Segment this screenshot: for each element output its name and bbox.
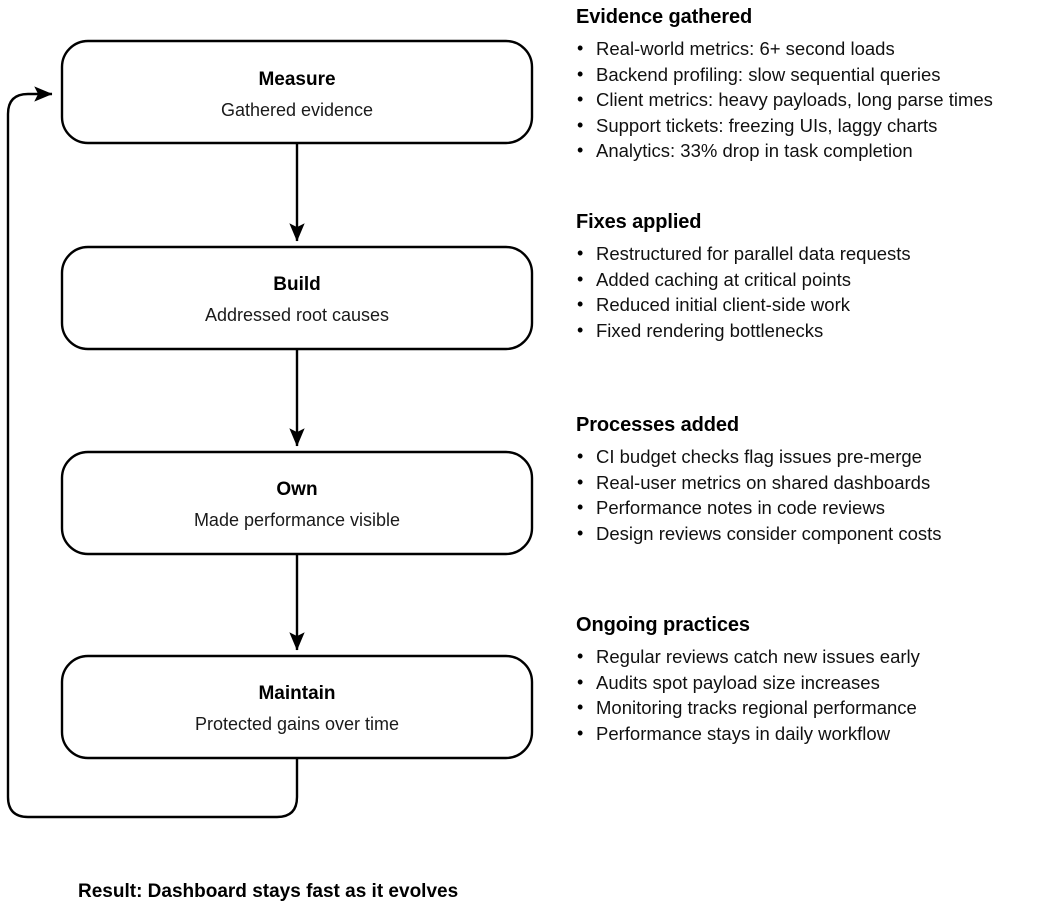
list-item-label: CI budget checks flag issues pre-merge (596, 446, 922, 467)
bullet-icon: • (577, 522, 584, 543)
flow-node-maintain-title: Maintain (258, 683, 335, 704)
list-item: • Analytics: 33% drop in task completion (576, 138, 1042, 164)
process-flow-diagram: Measure Gathered evidence Build Addresse… (6, 39, 534, 902)
list-item-label: Performance notes in code reviews (596, 497, 885, 519)
bullet-icon: • (577, 114, 584, 135)
list-item: • Design reviews consider component costs (576, 521, 1042, 547)
bullet-icon: • (577, 446, 584, 466)
list-item-label: Reduced initial client-side work (596, 294, 850, 316)
flow-node-build-title: Build (273, 274, 321, 295)
bullet-icon: • (577, 268, 584, 289)
note-list: • Restructured for parallel data requests… (576, 241, 1042, 343)
list-item-label: Design reviews consider component costs (596, 522, 942, 544)
bullet-icon: • (577, 319, 584, 340)
note-list: • Real-world metrics: 6+ second loads • Ba… (576, 36, 1042, 164)
list-item-label: Client metrics: heavy payloads, long par… (596, 89, 993, 111)
list-item-label: Monitoring tracks regional performance (596, 697, 917, 719)
flow-node-build-subtitle: Addressed root causes (205, 305, 389, 325)
list-item: • Support tickets: freezing UIs, laggy ch… (576, 113, 1042, 139)
list-item-label: Real-world metrics: 6+ second loads (596, 38, 895, 59)
flow-node-build-shape (60, 245, 534, 351)
flow-node-own-shape (60, 450, 534, 556)
list-item-label: Added caching at critical points (596, 268, 852, 290)
feedback-loop-arrow (6, 86, 299, 819)
bullet-icon: • (577, 294, 584, 315)
flow-node-measure-shape (60, 39, 534, 145)
flow-node-measure[interactable]: Measure Gathered evidence (60, 39, 534, 145)
bullet-icon: • (577, 497, 584, 518)
note-list: •CI budget checks flag issues pre-merge … (576, 444, 1042, 546)
list-item: • CI budget checks flag issues pre-merge (576, 444, 1042, 470)
list-item: • Regular reviews catch new issues early (576, 644, 1042, 670)
list-item: • Real-world metrics: 6+ second loads (576, 36, 1042, 62)
result-caption: Result: Dashboard stays fast as it evolv… (78, 881, 458, 902)
list-item: • Monitoring tracks regional performance (576, 695, 1042, 721)
list-item-label: Analytics: 33% drop in task completion (596, 140, 913, 162)
list-item-label: Real-user metrics on shared dashboards (596, 471, 931, 493)
note-section-ongoing-practices: Ongoing practices • Regular reviews catch… (576, 612, 1042, 746)
note-heading: Ongoing practices (576, 614, 750, 636)
note-heading: Processes added (576, 414, 740, 436)
bullet-icon: • (577, 646, 584, 666)
list-item-label: Support tickets: freezing UIs, laggy cha… (596, 114, 938, 136)
list-item: • Restructured for parallel data requests (576, 241, 1042, 267)
flow-node-own-subtitle: Made performance visible (194, 510, 400, 530)
flow-node-maintain[interactable]: Maintain Protected gains over time (60, 654, 534, 760)
bullet-icon: • (577, 63, 584, 84)
flow-node-own-title: Own (276, 479, 317, 500)
list-item-label: Fixed rendering bottlenecks (596, 319, 824, 341)
note-heading: Evidence gathered (576, 6, 753, 28)
bullet-icon: • (577, 243, 584, 263)
bullet-icon: • (577, 671, 584, 692)
flow-node-measure-subtitle: Gathered evidence (221, 100, 373, 120)
bullet-icon: • (577, 722, 584, 743)
note-section-processes-added: Processes added • CI budget checks flag i… (576, 412, 1042, 546)
flow-node-build[interactable]: Build Addressed root causes (60, 245, 534, 351)
bullet-icon: • (577, 89, 584, 110)
list-item-label: Performance stays in daily workflow (596, 722, 891, 744)
bullet-icon: • (577, 140, 584, 161)
list-item: • Client metrics: heavy payloads, long pa… (576, 87, 1042, 113)
bullet-icon: • (577, 38, 584, 58)
list-item: • Backend profiling: slow sequential quer… (576, 62, 1042, 88)
note-list: •Regular reviews catch new issues early … (576, 644, 1042, 746)
bullet-icon: • (577, 697, 584, 718)
list-item: • Real-user metrics on shared dashboards (576, 470, 1042, 496)
note-section-evidence-gathered: Evidence gathered • Real-world metrics: 6… (576, 4, 1042, 164)
list-item-label: Restructured for parallel data requests (596, 243, 911, 264)
bullet-icon: • (577, 471, 584, 492)
list-item: • Fixed rendering bottlenecks (576, 318, 1042, 344)
list-item: • Performance notes in code reviews (576, 495, 1042, 521)
list-item-label: Regular reviews catch new issues early (596, 646, 920, 667)
flow-node-measure-title: Measure (258, 69, 335, 90)
list-item: • Reduced initial client-side work (576, 292, 1042, 318)
list-item: • Audits spot payload size increases (576, 670, 1042, 696)
list-item-label: Backend profiling: slow sequential queri… (596, 63, 941, 85)
note-heading: Fixes applied (576, 211, 702, 233)
list-item: • Added caching at critical points (576, 267, 1042, 293)
flow-node-maintain-subtitle: Protected gains over time (195, 714, 399, 734)
list-item-label: Audits spot payload size increases (596, 671, 880, 693)
flow-node-own[interactable]: Own Made performance visible (60, 450, 534, 556)
notes-column: Evidence gathered • Real-world metrics: 6… (576, 0, 1042, 912)
note-section-fixes-applied: Fixes applied • Restructured for parallel… (576, 209, 1042, 343)
list-item: • Performance stays in daily workflow (576, 721, 1042, 747)
flow-node-maintain-shape (60, 654, 534, 760)
